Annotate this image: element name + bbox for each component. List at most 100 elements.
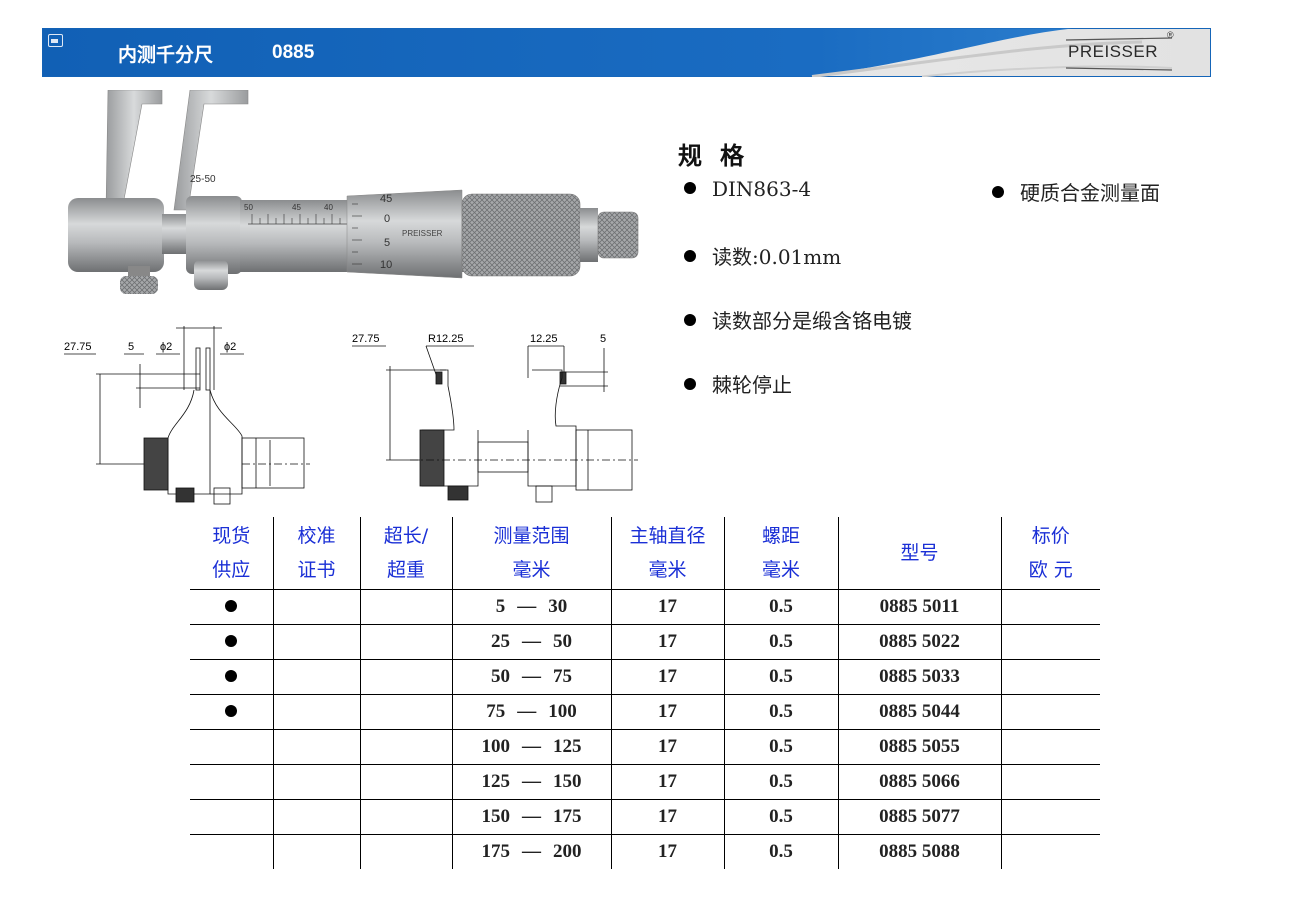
spec-item: 读数:0.01mm [684, 241, 841, 270]
cell-pitch: 0.5 [723, 624, 838, 660]
product-code: 0885 [272, 42, 315, 63]
cell-pitch: 0.5 [723, 694, 838, 730]
cell-certificate [272, 729, 360, 765]
cell-oversize [359, 799, 452, 835]
product-table: 现货供应 校准证书 超长/超重 测量范围毫米 主轴直径毫米 螺距毫米 型号 标价… [190, 517, 1100, 869]
banner-background [42, 28, 1211, 77]
cell-stock [190, 659, 273, 695]
thimble-number: 0 [384, 213, 390, 225]
cell-stock [190, 764, 273, 800]
page-title: 内测千分尺 [118, 44, 214, 66]
in-stock-dot-icon [225, 600, 238, 612]
svg-text:27.75: 27.75 [64, 341, 92, 353]
cell-price [1000, 764, 1100, 800]
jaw-scale-label: 25-50 [190, 174, 216, 185]
cell-certificate [272, 694, 360, 730]
cell-range: 50—75 [451, 659, 611, 695]
header-oversize: 超长/超重 [359, 517, 452, 590]
thimble-number: 45 [380, 193, 392, 205]
cell-price [1000, 589, 1100, 625]
header-model: 型号 [837, 517, 1001, 590]
cell-stock [190, 834, 273, 869]
title-banner: 内测千分尺 0885 PREISSER ® [42, 28, 1211, 77]
spec-item: 硬质合金测量面 [992, 177, 1160, 206]
cell-price [1000, 624, 1100, 660]
svg-text:40: 40 [324, 203, 333, 212]
cell-pitch: 0.5 [723, 589, 838, 625]
cell-stock [190, 694, 273, 730]
thimble-number: 10 [380, 259, 392, 271]
cell-spindle: 17 [610, 589, 724, 625]
cell-price [1000, 659, 1100, 695]
spec-item: DIN863-4 [684, 177, 811, 201]
cell-model: 0885 5033 [837, 659, 1001, 695]
cell-oversize [359, 589, 452, 625]
cell-stock [190, 589, 273, 625]
in-stock-dot-icon [225, 670, 238, 682]
cell-pitch: 0.5 [723, 659, 838, 695]
header-pitch: 螺距毫米 [723, 517, 838, 590]
svg-text:27.75: 27.75 [352, 333, 380, 345]
cell-spindle: 17 [610, 834, 724, 869]
bullet-icon [684, 250, 696, 262]
cell-range: 75—100 [451, 694, 611, 730]
cell-range: 125—150 [451, 764, 611, 800]
cell-oversize [359, 834, 452, 869]
micrometer-photo: 25-50 50 45 40 35 45 0 5 10 PREISSER [68, 90, 639, 294]
cell-model: 0885 5011 [837, 589, 1001, 625]
cell-oversize [359, 764, 452, 800]
in-stock-dot-icon [225, 705, 238, 717]
spec-item: 读数部分是缎含铬电镀 [684, 305, 912, 334]
cell-model: 0885 5044 [837, 694, 1001, 730]
cell-certificate [272, 659, 360, 695]
svg-text:5: 5 [128, 341, 134, 353]
svg-text:ϕ2: ϕ2 [224, 341, 236, 353]
cell-range: 175—200 [451, 834, 611, 869]
registered-mark: ® [1167, 30, 1174, 40]
cell-price [1000, 834, 1100, 869]
svg-text:ϕ2: ϕ2 [160, 341, 172, 353]
header-certificate: 校准证书 [272, 517, 360, 590]
svg-text:12.25: 12.25 [530, 333, 558, 345]
cell-model: 0885 5022 [837, 624, 1001, 660]
cell-certificate [272, 589, 360, 625]
bullet-icon [684, 182, 696, 194]
cell-spindle: 17 [610, 694, 724, 730]
cell-stock [190, 729, 273, 765]
cell-stock [190, 799, 273, 835]
svg-text:R12.25: R12.25 [428, 333, 463, 345]
cell-oversize [359, 729, 452, 765]
header-stock: 现货供应 [212, 525, 251, 581]
svg-text:50: 50 [244, 203, 253, 212]
image-placeholder-icon [48, 34, 63, 47]
cell-pitch: 0.5 [723, 799, 838, 835]
cell-range: 5—30 [451, 589, 611, 625]
cell-price [1000, 799, 1100, 835]
cell-model: 0885 5077 [837, 799, 1001, 835]
cell-spindle: 17 [610, 729, 724, 765]
brand-logo: PREISSER [1068, 42, 1158, 61]
in-stock-dot-icon [225, 635, 238, 647]
header-price: 标价欧 元 [1000, 517, 1100, 590]
cell-spindle: 17 [610, 764, 724, 800]
cell-pitch: 0.5 [723, 834, 838, 869]
cell-spindle: 17 [610, 624, 724, 660]
bullet-icon [684, 314, 696, 326]
header-range: 测量范围毫米 [451, 517, 611, 590]
cell-price [1000, 729, 1100, 765]
cell-model: 0885 5066 [837, 764, 1001, 800]
technical-drawing-right: 27.75 R12.25 12.25 5 [352, 333, 638, 503]
cell-pitch: 0.5 [723, 729, 838, 765]
cell-certificate [272, 764, 360, 800]
thimble-brand: PREISSER [402, 229, 443, 238]
cell-spindle: 17 [610, 799, 724, 835]
spec-heading: 规格 [678, 141, 762, 170]
cell-range: 25—50 [451, 624, 611, 660]
cell-oversize [359, 624, 452, 660]
svg-text:5: 5 [600, 333, 606, 345]
